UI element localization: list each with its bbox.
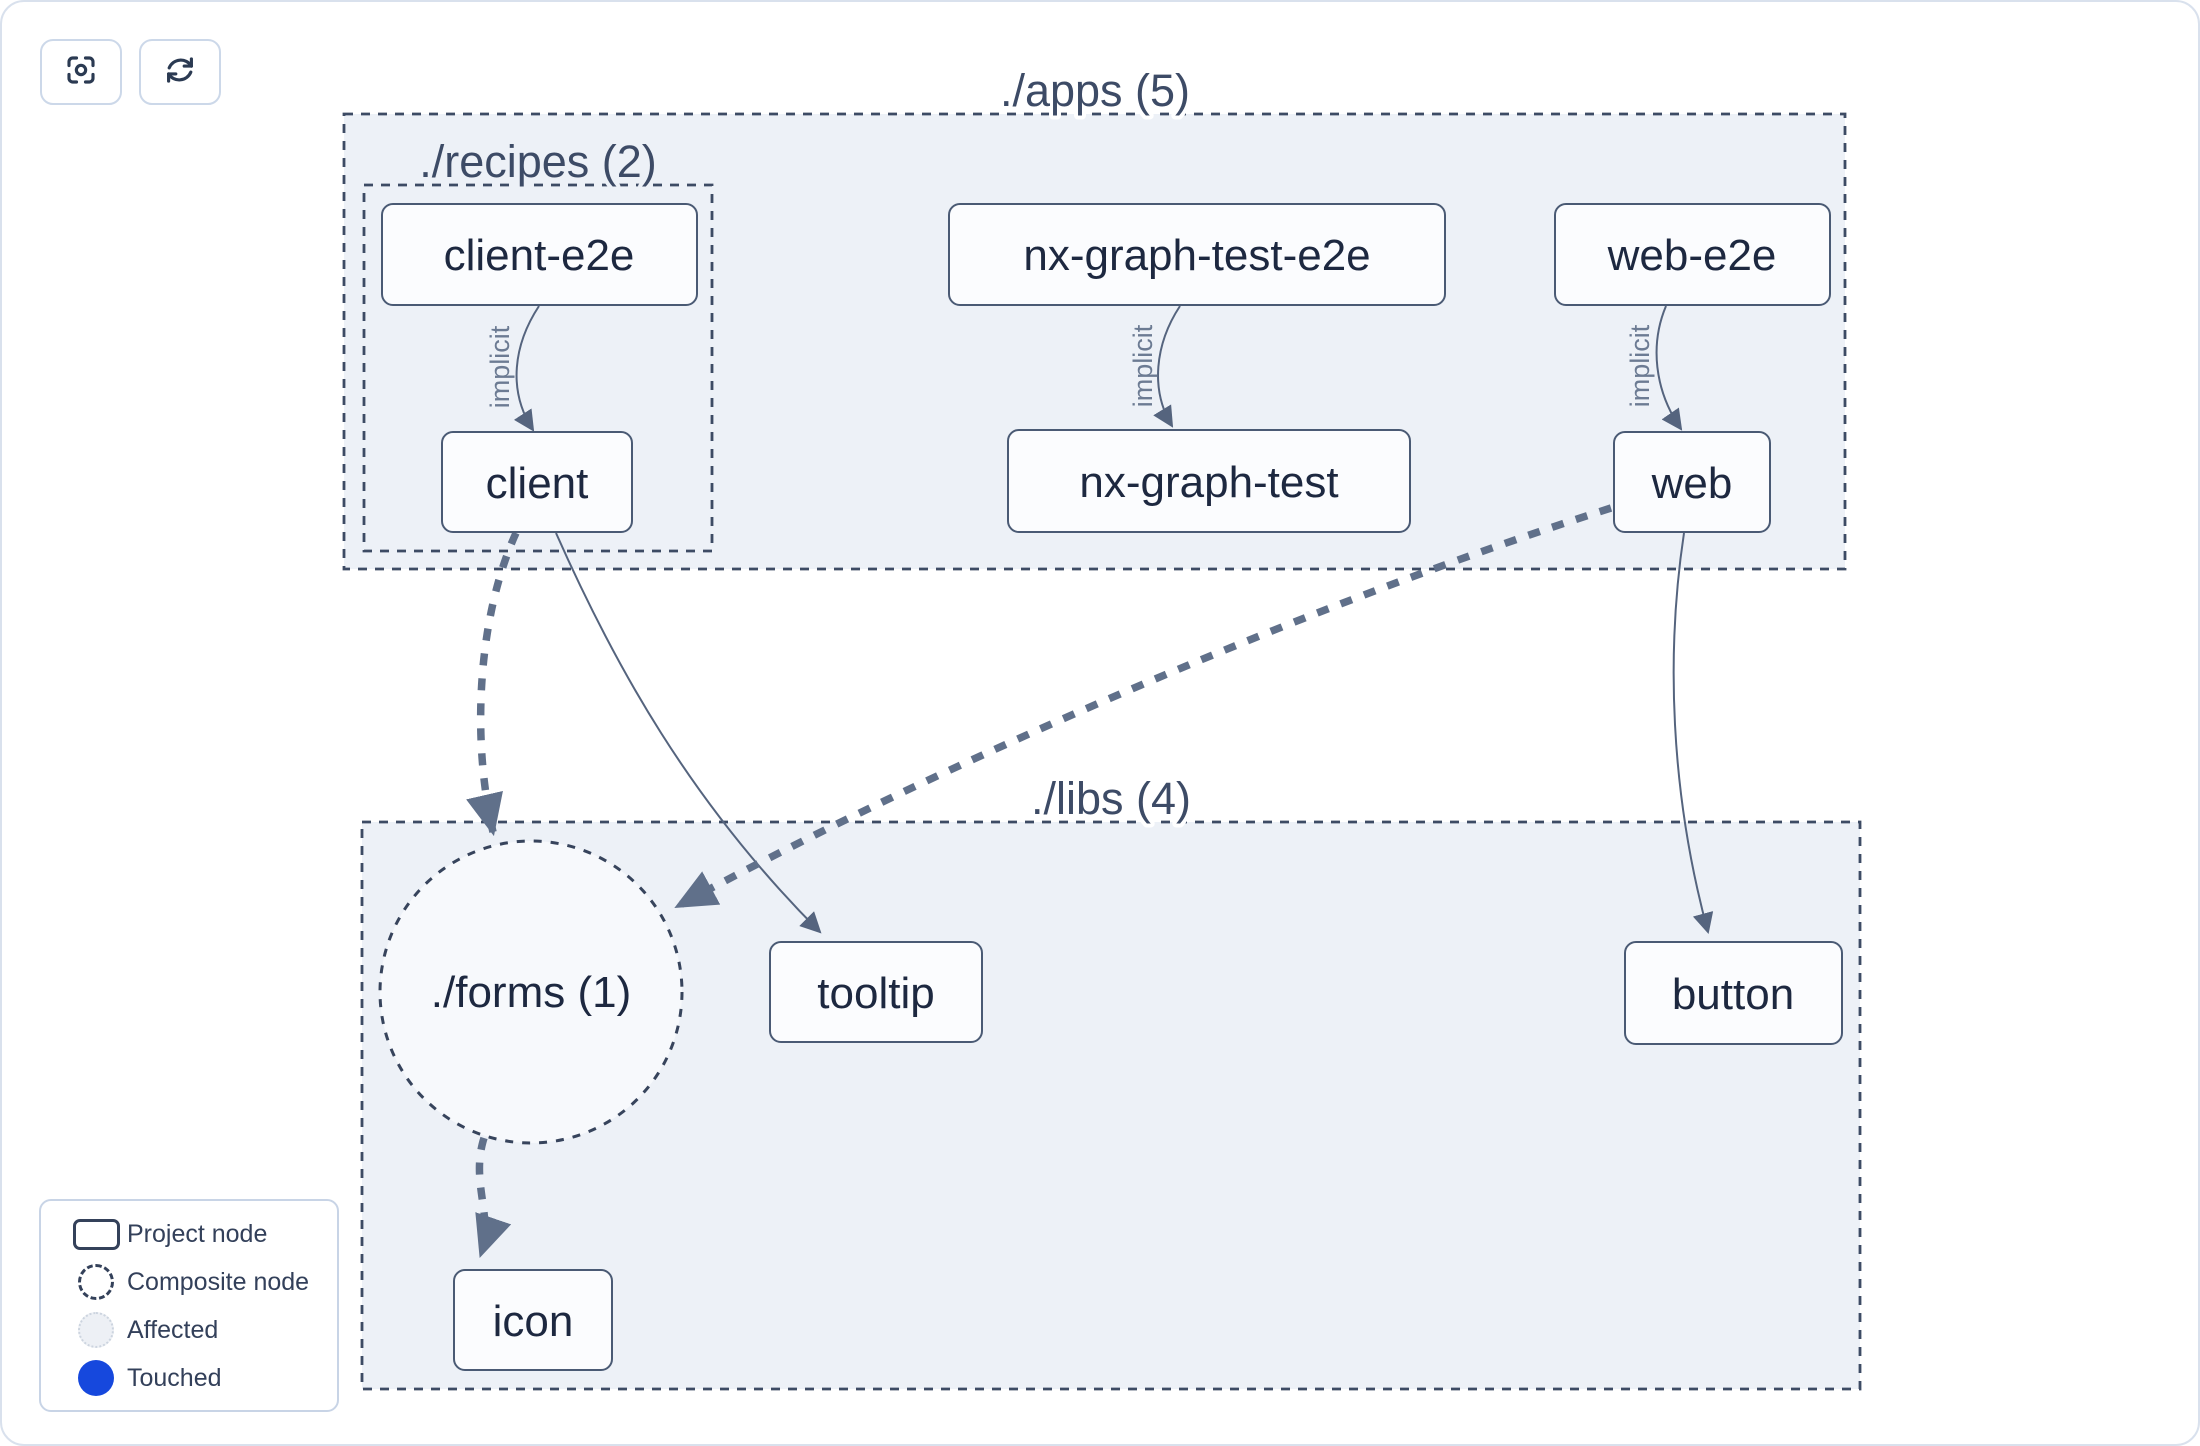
edge-web-to-forms[interactable]	[674, 504, 1613, 910]
focus-reset-button[interactable]	[40, 39, 122, 105]
node-web[interactable]: web	[1613, 431, 1771, 533]
project-node-swatch	[72, 1218, 120, 1250]
edge-label-implicit-2: implicit	[1128, 324, 1158, 407]
edge-labels: implicit implicit implicit	[485, 324, 1655, 408]
node-client-label: client	[486, 459, 589, 508]
node-icon[interactable]: icon	[453, 1269, 613, 1371]
legend-item-affected: Affected	[65, 1306, 337, 1354]
group-recipes-label: ./recipes (2)	[419, 136, 657, 187]
node-tooltip[interactable]: tooltip	[769, 941, 983, 1043]
legend: Project node Composite node Affected Tou…	[39, 1199, 339, 1412]
node-button[interactable]: button	[1624, 941, 1843, 1045]
edge-label-implicit-3: implicit	[1625, 324, 1655, 407]
edge-web-e2e-to-web[interactable]	[1655, 305, 1683, 431]
composite-node-swatch	[78, 1264, 114, 1300]
legend-item-composite-node: Composite node	[65, 1258, 337, 1306]
edge-nx-graph-test-e2e-to-nx-graph-test[interactable]	[1153, 305, 1181, 428]
node-web-e2e-label: web-e2e	[1607, 231, 1777, 280]
refresh-icon	[162, 52, 198, 93]
legend-item-project-node: Project node	[65, 1210, 337, 1258]
edge-web-to-button[interactable]	[1672, 532, 1714, 935]
group-apps-label: ./apps (5)	[1000, 65, 1190, 116]
affected-swatch	[78, 1312, 114, 1348]
edge-client-to-forms[interactable]	[466, 531, 520, 837]
node-client-e2e-label: client-e2e	[444, 231, 635, 280]
edge-client-e2e-to-client[interactable]	[513, 305, 540, 432]
node-button-label: button	[1672, 970, 1794, 1019]
edge-label-implicit-1: implicit	[485, 325, 515, 408]
node-nx-graph-test-label: nx-graph-test	[1079, 458, 1338, 507]
edge-forms-to-icon[interactable]	[475, 1136, 512, 1258]
project-nodes: client-e2e client nx-graph-test-e2e nx-g…	[381, 203, 1843, 1371]
refresh-button[interactable]	[139, 39, 221, 105]
node-nx-graph-test[interactable]: nx-graph-test	[1007, 429, 1411, 533]
group-recipes[interactable]: ./recipes (2)	[362, 132, 714, 553]
legend-label: Touched	[127, 1363, 222, 1392]
touched-swatch	[78, 1360, 114, 1396]
node-client[interactable]: client	[441, 431, 633, 533]
legend-label: Affected	[127, 1315, 219, 1344]
node-web-e2e[interactable]: web-e2e	[1554, 203, 1831, 306]
focus-icon	[63, 52, 99, 93]
composite-node-forms-label: ./forms (1)	[431, 968, 631, 1017]
node-nx-graph-test-e2e-label: nx-graph-test-e2e	[1023, 231, 1370, 280]
node-web-label: web	[1651, 459, 1733, 508]
group-libs-label: ./libs (4)	[1031, 773, 1191, 824]
edges	[466, 305, 1714, 1258]
node-tooltip-label: tooltip	[817, 969, 934, 1018]
node-icon-label: icon	[493, 1297, 574, 1346]
composite-node-forms[interactable]: ./forms (1)	[378, 839, 684, 1145]
node-nx-graph-test-e2e[interactable]: nx-graph-test-e2e	[948, 203, 1446, 306]
legend-label: Composite node	[127, 1267, 310, 1296]
edge-client-to-tooltip[interactable]	[555, 532, 822, 934]
node-client-e2e[interactable]: client-e2e	[381, 203, 698, 306]
toolbar	[40, 39, 221, 105]
legend-item-touched: Touched	[65, 1354, 337, 1402]
legend-label: Project node	[127, 1219, 268, 1248]
